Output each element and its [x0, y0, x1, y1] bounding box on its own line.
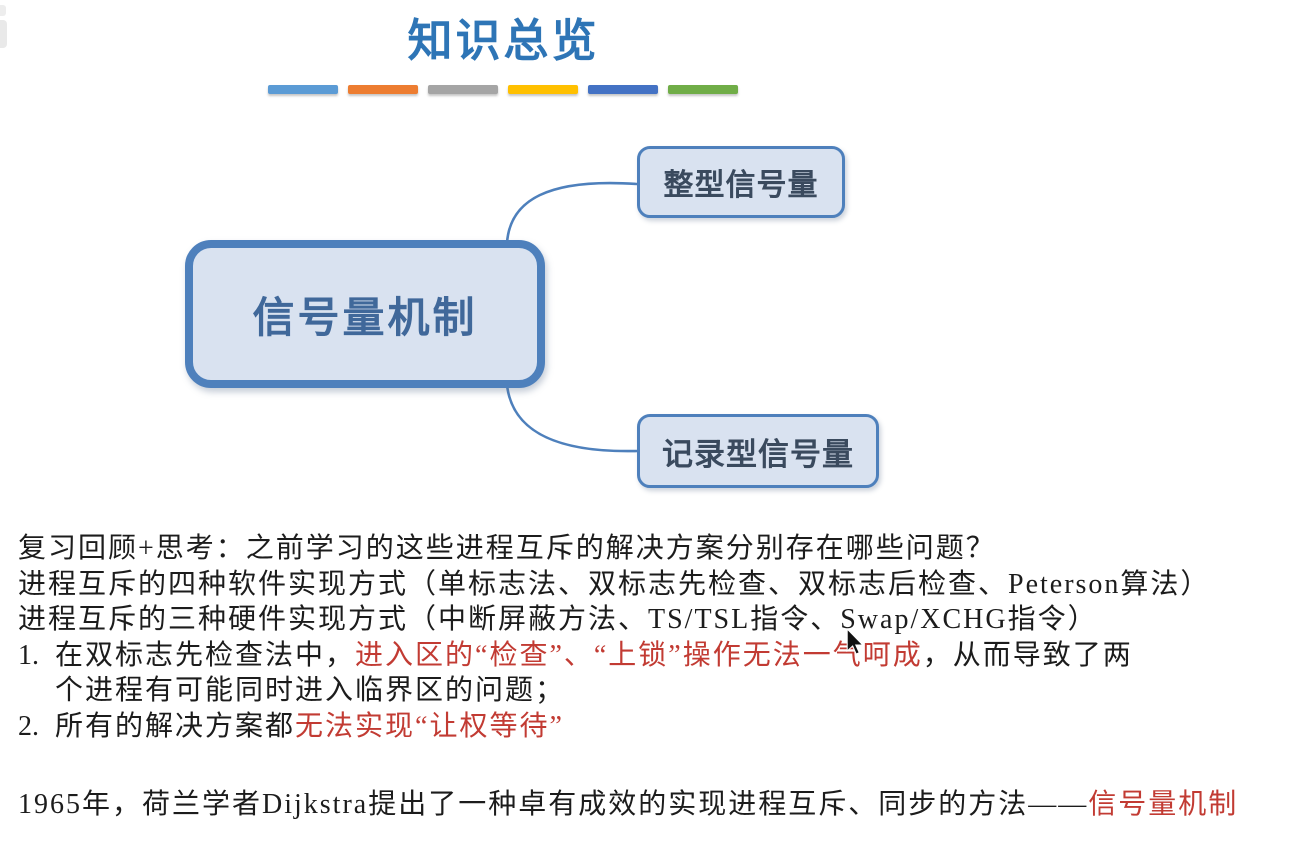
child-node-label: 记录型信号量	[662, 436, 854, 472]
connector-top	[505, 181, 639, 245]
conclusion-line: 1965年，荷兰学者Dijkstra提出了一种卓有成效的实现进程互斥、同步的方法…	[18, 787, 1310, 823]
item-2-text-red: 无法实现“让权等待”	[295, 710, 564, 742]
body-text: 复习回顾+思考：之前学习的这些进程互斥的解决方案分别存在哪些问题？ 进程互斥的四…	[18, 531, 1310, 823]
item-1-number: 1.	[18, 639, 39, 671]
edge-artifact-bottom	[0, 20, 7, 48]
divider-bar	[508, 85, 578, 94]
item-2-number: 2.	[18, 710, 39, 742]
window-edge-artifact	[0, 5, 8, 48]
review-question-line: 复习回顾+思考：之前学习的这些进程互斥的解决方案分别存在哪些问题？	[18, 531, 1310, 567]
item-1-text-black2: ，从而导致了两	[922, 639, 1133, 671]
item-2-content: 所有的解决方案都无法实现“让权等待”	[55, 709, 564, 745]
item-1-text-black: 在双标志先检查法中，	[55, 639, 356, 671]
hardware-methods-text: 进程互斥的三种硬件实现方式（中断屏蔽方法、TS/TSL指令、Swap/XCHG指…	[18, 604, 1098, 635]
page-title: 知识总览	[407, 16, 600, 66]
item-1-text-red: 进入区的“检查”、“上锁”操作无法一气呵成	[355, 639, 923, 671]
divider-bar	[588, 85, 658, 94]
mindmap-child-record-semaphore: 记录型信号量	[637, 414, 879, 488]
hardware-methods-line: 进程互斥的三种硬件实现方式（中断屏蔽方法、TS/TSL指令、Swap/XCHG指…	[18, 602, 1310, 638]
mindmap-root-node: 信号量机制	[185, 240, 545, 388]
connector-bottom	[505, 383, 639, 453]
root-node-label: 信号量机制	[252, 293, 478, 341]
software-methods-text: 进程互斥的四种软件实现方式（单标志法、双标志先检查、双标志后检查、Peterso…	[18, 568, 1211, 600]
item-2-text-black: 所有的解决方案都	[55, 710, 296, 742]
divider-bars	[268, 85, 738, 94]
item-1-content: 在双标志先检查法中，进入区的“检查”、“上锁”操作无法一气呵成，从而导致了两个进…	[55, 638, 1133, 709]
software-methods-line: 进程互斥的四种软件实现方式（单标志法、双标志先检查、双标志后检查、Peterso…	[18, 567, 1310, 603]
mouse-cursor	[846, 629, 865, 655]
problem-item-1: 1. 在双标志先检查法中，进入区的“检查”、“上锁”操作无法一气呵成，从而导致了…	[18, 638, 1310, 709]
problem-item-2: 2. 所有的解决方案都无法实现“让权等待”	[18, 709, 1310, 745]
child-node-label: 整型信号量	[663, 169, 819, 202]
divider-bar	[348, 85, 418, 94]
conclusion-text-red: 信号量机制	[1088, 789, 1239, 820]
divider-bar	[268, 85, 338, 94]
edge-artifact-top	[0, 5, 6, 16]
mouse-cursor-arrow	[846, 629, 865, 655]
divider-bar	[668, 85, 738, 94]
review-question-text: 复习回顾+思考：之前学习的这些进程互斥的解决方案分别存在哪些问题？	[18, 533, 996, 564]
divider-bar	[428, 85, 498, 94]
conclusion-text-black: 1965年，荷兰学者Dijkstra提出了一种卓有成效的实现进程互斥、同步的方法…	[18, 789, 1089, 820]
mindmap-child-integer-semaphore: 整型信号量	[637, 146, 845, 218]
item-1-text-continuation: 个进程有可能同时进入临界区的问题；	[55, 675, 566, 706]
